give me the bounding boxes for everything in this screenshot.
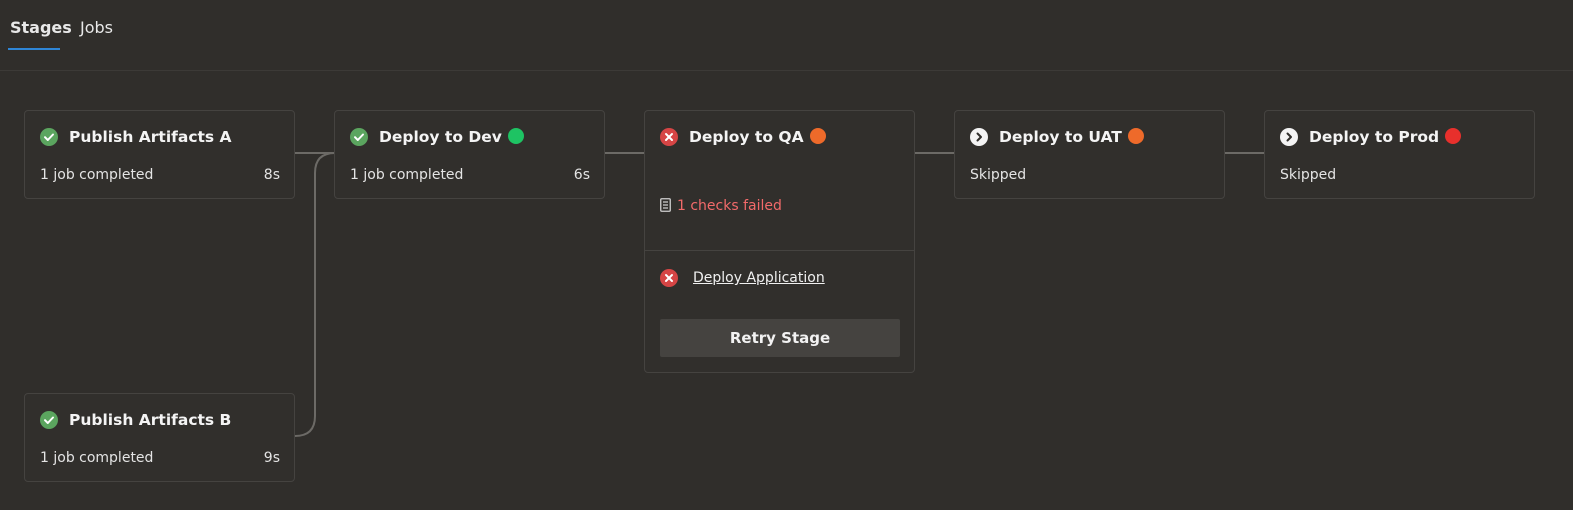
stage-card-publish-artifacts-b[interactable]: Publish Artifacts B 1 job completed 9s bbox=[24, 393, 295, 482]
stage-title: Deploy to QA bbox=[689, 128, 826, 146]
retry-stage-button[interactable]: Retry Stage bbox=[660, 319, 900, 357]
stage-job-summary: 1 job completed bbox=[40, 167, 154, 183]
job-link-deploy-application[interactable]: Deploy Application bbox=[693, 270, 825, 286]
stage-job-summary: 1 job completed bbox=[40, 450, 154, 466]
status-dot-orange bbox=[809, 128, 826, 144]
status-dot-green bbox=[507, 128, 524, 144]
stage-title: Deploy to Prod bbox=[1309, 128, 1462, 146]
connector-b-to-dev bbox=[294, 152, 336, 437]
stage-status-text: Skipped bbox=[1280, 167, 1337, 183]
tab-stages[interactable]: Stages bbox=[10, 18, 72, 37]
card-divider bbox=[645, 250, 914, 251]
stage-card-deploy-to-uat[interactable]: Deploy to UAT Skipped bbox=[954, 110, 1225, 199]
stage-title: Publish Artifacts A bbox=[69, 128, 232, 146]
success-check-icon bbox=[40, 411, 58, 429]
stage-title: Publish Artifacts B bbox=[69, 411, 232, 429]
stage-job-summary: 1 job completed bbox=[350, 167, 464, 183]
stage-title-text: Deploy to QA bbox=[689, 128, 804, 146]
stage-title-text: Deploy to Dev bbox=[379, 128, 502, 146]
status-dot-red bbox=[1445, 128, 1462, 144]
tab-jobs[interactable]: Jobs bbox=[80, 18, 113, 37]
stage-title-text: Deploy to Prod bbox=[1309, 128, 1440, 146]
active-tab-indicator bbox=[8, 48, 60, 50]
stage-title-text: Deploy to UAT bbox=[999, 128, 1122, 146]
stage-card-deploy-to-dev[interactable]: Deploy to Dev 1 job completed 6s bbox=[334, 110, 605, 199]
stage-duration: 9s bbox=[263, 450, 280, 466]
success-check-icon bbox=[40, 128, 58, 146]
stage-duration: 6s bbox=[573, 167, 590, 183]
skipped-chevron-icon bbox=[970, 128, 988, 146]
checks-failed[interactable]: 1 checks failed bbox=[660, 198, 782, 214]
stage-title: Deploy to Dev bbox=[379, 128, 524, 146]
status-dot-orange bbox=[1127, 128, 1144, 144]
skipped-chevron-icon bbox=[1280, 128, 1298, 146]
stage-card-deploy-to-prod[interactable]: Deploy to Prod Skipped bbox=[1264, 110, 1535, 199]
checklist-icon bbox=[660, 198, 671, 212]
failed-x-icon bbox=[660, 269, 678, 287]
failed-x-icon bbox=[660, 128, 678, 146]
stage-card-publish-artifacts-a[interactable]: Publish Artifacts A 1 job completed 8s bbox=[24, 110, 295, 199]
stage-duration: 8s bbox=[263, 167, 280, 183]
tab-bar: Stages Jobs bbox=[0, 0, 1573, 71]
stage-card-deploy-to-qa[interactable]: Deploy to QA 1 checks failed Deploy Appl… bbox=[644, 110, 915, 373]
checks-failed-text: 1 checks failed bbox=[677, 198, 782, 214]
stage-title: Deploy to UAT bbox=[999, 128, 1144, 146]
success-check-icon bbox=[350, 128, 368, 146]
stage-status-text: Skipped bbox=[970, 167, 1027, 183]
